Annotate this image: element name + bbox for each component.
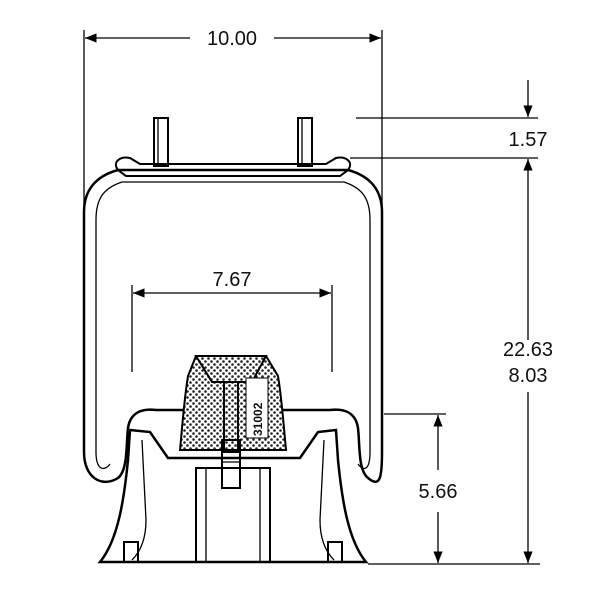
min-height-label: 8.03 <box>509 365 548 387</box>
right-foot <box>327 541 343 563</box>
piston-base-inner-left <box>131 439 147 561</box>
stud-height-label: 1.57 <box>509 129 548 151</box>
piston-base-inner-right <box>319 439 335 561</box>
piston-bolt <box>221 439 241 489</box>
piston: 31002 <box>97 355 369 564</box>
piston-base <box>97 428 369 564</box>
part-label-box <box>245 377 269 439</box>
left-stud <box>153 117 169 167</box>
dim-stud-height: 1.57 <box>350 80 548 159</box>
max-height-label: 22.63 <box>503 339 553 361</box>
bead-plate-outline <box>114 156 352 177</box>
overall-width-label: 10.00 <box>207 28 257 50</box>
piston-width-label: 7.67 <box>213 269 252 291</box>
bumper <box>178 355 288 451</box>
bellows-inner-wall <box>95 181 371 470</box>
piston-column <box>195 467 271 563</box>
right-stud <box>297 117 313 167</box>
bellows-inner-wall-left <box>95 220 111 470</box>
bumper-stem <box>223 381 239 453</box>
piston-height-label: 5.66 <box>419 481 458 503</box>
dim-height: 22.63 8.03 <box>503 159 553 563</box>
left-foot <box>123 541 139 563</box>
dim-piston-width: 7.67 <box>131 269 333 372</box>
piston-label: 31002 <box>251 402 265 436</box>
bead-plate <box>114 117 352 177</box>
dim-piston-height: 5.66 <box>368 413 540 565</box>
dim-overall-width: 10.00 <box>83 28 383 205</box>
